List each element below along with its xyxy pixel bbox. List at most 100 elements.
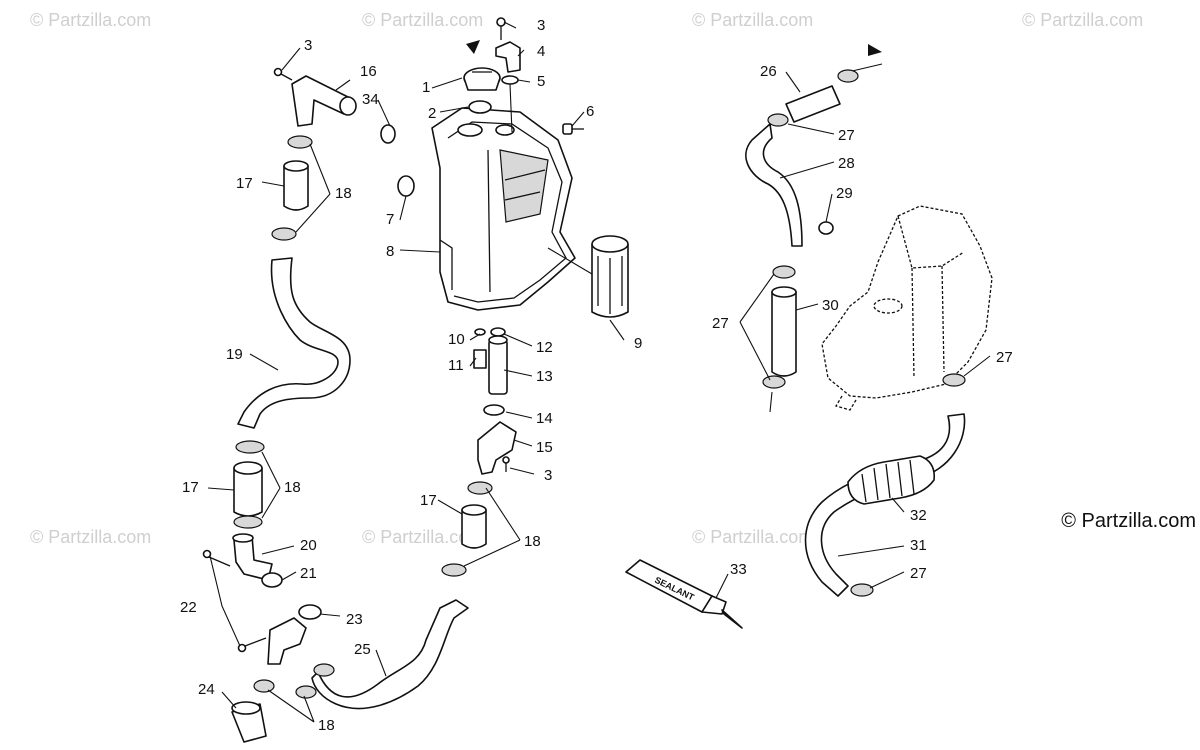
callout-20: 20	[300, 537, 317, 554]
callout-6: 6	[586, 103, 594, 120]
hose-clamp	[767, 113, 789, 127]
callout-27: 27	[996, 349, 1013, 366]
hose	[283, 160, 309, 211]
callout-14: 14	[536, 410, 553, 427]
hose-clamp	[772, 265, 796, 279]
callout-34: 34	[362, 91, 379, 108]
arrow-icon	[466, 40, 480, 54]
callout-9: 9	[634, 335, 642, 352]
watermarks: © Partzilla.com © Partzilla.com © Partzi…	[30, 10, 1143, 547]
callout-31: 31	[910, 537, 927, 554]
watermark: © Partzilla.com	[692, 10, 813, 30]
hose-clamp	[942, 373, 966, 387]
hose-clamp	[467, 481, 493, 495]
callout-17: 17	[182, 479, 199, 496]
outlet-fitting	[477, 421, 517, 475]
watermark: © Partzilla.com	[30, 527, 151, 547]
oil-tank	[431, 107, 576, 311]
callout-10: 10	[448, 331, 465, 348]
watermark: © Partzilla.com	[1022, 10, 1143, 30]
inlet-fitting	[232, 533, 273, 581]
outlet-tube	[488, 335, 508, 395]
gasket	[298, 604, 322, 620]
callout-32: 32	[910, 507, 927, 524]
hose-clamp	[271, 227, 297, 241]
grommet	[818, 221, 834, 235]
watermark: © Partzilla.com	[30, 10, 151, 30]
arrow-icon	[868, 44, 882, 56]
o-ring	[380, 124, 396, 144]
oil-hose	[237, 257, 351, 429]
hose-clamp	[837, 69, 859, 83]
callout-15: 15	[536, 439, 553, 456]
hose	[233, 461, 263, 517]
callout-17: 17	[420, 492, 437, 509]
tank-elbow-fitting	[495, 17, 521, 133]
hose-clamp	[287, 135, 313, 149]
callout-12: 12	[536, 339, 553, 356]
hose-clamp	[295, 685, 317, 699]
oil-tank-reference	[821, 205, 993, 411]
callout-18: 18	[318, 717, 335, 734]
callout-8: 8	[386, 243, 394, 260]
leader-lines	[207, 21, 991, 723]
callout-17: 17	[236, 175, 253, 192]
callout-21: 21	[300, 565, 317, 582]
bolt	[237, 637, 267, 653]
vent-hose	[804, 413, 966, 597]
callout-26: 26	[760, 63, 777, 80]
watermark: © Partzilla.com	[362, 527, 483, 547]
drain-plug	[473, 349, 487, 369]
vent-muffler	[847, 455, 936, 505]
callout-18: 18	[284, 479, 301, 496]
hose	[785, 85, 841, 123]
callout-7: 7	[386, 211, 394, 228]
pump-fitting	[267, 617, 307, 665]
callout-11: 11	[448, 357, 464, 374]
callout-24: 24	[198, 681, 215, 698]
hose-clamp	[313, 663, 335, 677]
oil-filter	[547, 235, 629, 318]
callout-labels: 1 2 3 3 3 4 5 6 7 8 9 10 11 12 13 14 15 …	[180, 17, 1013, 734]
bolt	[202, 549, 231, 567]
cap-gasket	[468, 100, 492, 114]
callout-18: 18	[335, 185, 352, 202]
hose-clamp	[850, 583, 874, 597]
callout-19: 19	[226, 346, 243, 363]
callout-29: 29	[836, 185, 853, 202]
screw	[562, 123, 584, 135]
callout-4: 4	[537, 43, 545, 60]
copyright-credit: © Partzilla.com	[1061, 510, 1196, 532]
callout-23: 23	[346, 611, 363, 628]
callout-16: 16	[360, 63, 377, 80]
callout-33: 33	[730, 561, 747, 578]
callout-28: 28	[838, 155, 855, 172]
callout-3: 3	[544, 467, 552, 484]
gasket	[261, 572, 283, 588]
watermark: © Partzilla.com	[362, 10, 483, 30]
hose-clamp	[235, 440, 265, 454]
callout-5: 5	[537, 73, 545, 90]
callout-27: 27	[910, 565, 927, 582]
hose-clamp	[441, 563, 467, 577]
callout-22: 22	[180, 599, 197, 616]
breather-hose	[745, 123, 803, 247]
washer	[474, 328, 486, 336]
hose-clamp	[253, 679, 275, 693]
callout-25: 25	[354, 641, 371, 658]
callout-13: 13	[536, 368, 553, 385]
grommet	[397, 175, 415, 197]
watermark: © Partzilla.com	[692, 527, 813, 547]
hose-clamp	[762, 375, 786, 389]
callout-3: 3	[304, 37, 312, 54]
o-ring	[483, 404, 505, 416]
hose	[461, 504, 487, 549]
hose	[771, 286, 797, 377]
callout-1: 1	[422, 79, 430, 96]
o-ring	[490, 327, 506, 337]
callout-27: 27	[712, 315, 729, 332]
callout-30: 30	[822, 297, 839, 314]
callout-3: 3	[537, 17, 545, 34]
return-hose	[311, 599, 469, 710]
